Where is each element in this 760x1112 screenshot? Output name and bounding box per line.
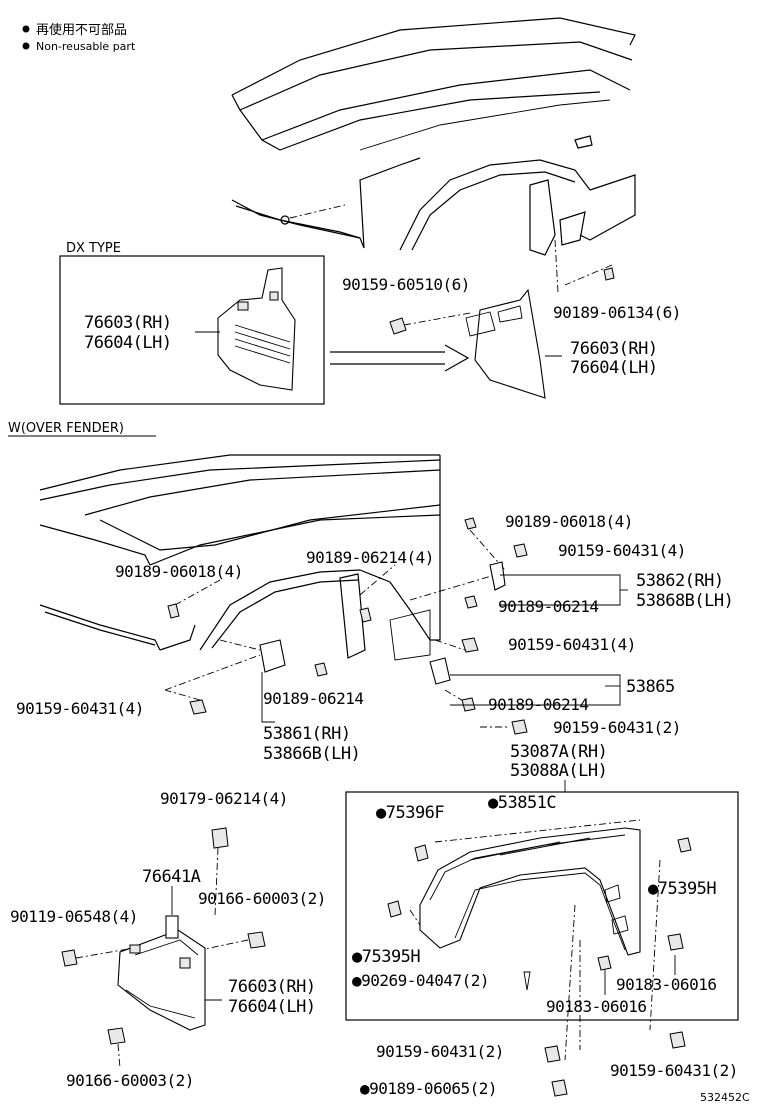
label-90159-60431-2a: 90159-60431(2) — [553, 718, 681, 737]
label-75395h-l: ●75395H — [352, 947, 420, 967]
over-fender-kit: ●75396F ●53851C ●75395H ●75395H ●90269-0… — [352, 793, 717, 1061]
bolt-icon — [61, 949, 78, 967]
clip-icon — [414, 844, 429, 862]
label-53868b: 53868B(LH) — [636, 591, 733, 611]
label-90183-06016-b: 90183-06016 — [546, 997, 646, 1016]
label-90269-04047: ●90269-04047(2) — [352, 971, 489, 990]
label-90159-60431-2b: 90159-60431(2) — [376, 1042, 504, 1061]
label-53851c: ●53851C — [488, 793, 556, 813]
label-75395h-r: ●75395H — [648, 879, 716, 899]
arrow-icon — [330, 344, 470, 372]
dx-type-inset: DX TYPE 76603(RH) 76604(LH) — [59, 241, 470, 405]
legend-jp: 再使用不可部品 — [36, 22, 127, 38]
bracket-icon — [429, 657, 451, 685]
label-53865: 53865 — [626, 677, 675, 697]
label-90189-06134: 90189-06134(6) — [553, 303, 681, 322]
label-90183-06016-a: 90183-06016 — [616, 975, 716, 994]
bolt-icon — [669, 1031, 686, 1049]
label-90166-60003-a: 90166-60003(2) — [198, 889, 326, 908]
bolt-icon — [247, 931, 266, 949]
bolt-icon — [511, 719, 528, 735]
label-53861: 53861(RH) — [263, 724, 351, 744]
clip-icon — [359, 607, 372, 623]
clip-icon — [387, 900, 402, 918]
bolt-icon — [544, 1045, 561, 1063]
label-90159-60431-l: 90159-60431(4) — [16, 699, 144, 718]
label-90119-06548: 90119-06548(4) — [10, 907, 138, 926]
low-76603-label: 76603(RH) — [228, 977, 316, 997]
label-90159-60510: 90159-60510(6) — [342, 275, 470, 294]
top-76603-label: 76603(RH) — [570, 339, 658, 359]
clip-icon — [464, 517, 477, 530]
legend: 再使用不可部品 Non-reusable part — [22, 22, 136, 53]
top-fender-drawing — [231, 17, 636, 293]
bolt-icon — [107, 1027, 126, 1045]
bottom-fasteners: 90159-60431(2) 90159-60431(2) ●90189-060… — [360, 1031, 738, 1098]
label-90189-06065: ●90189-06065(2) — [360, 1079, 497, 1098]
label-53087a: 53087A(RH) — [510, 742, 607, 762]
clip-icon — [677, 837, 692, 853]
lower-mudflap: 90179-06214(4) 76641A 90166-60003(2) 901… — [10, 789, 326, 1090]
clip-icon — [211, 827, 229, 849]
dx-76603-label: 76603(RH) — [84, 313, 172, 333]
bracket-icon — [259, 639, 286, 673]
label-90179-06214: 90179-06214(4) — [160, 789, 288, 808]
label-90189-06214-c: 90189-06214 — [488, 695, 588, 714]
label-90189-06018-r: 90189-06018(4) — [505, 512, 633, 531]
nut-icon — [667, 933, 684, 951]
bracket-icon — [489, 561, 506, 591]
dx-type-title: DX TYPE — [66, 241, 121, 256]
nut-icon — [597, 955, 612, 971]
dx-mudflap-right: 90159-60510(6) 90189-06134(6) 76603(RH) … — [342, 267, 681, 399]
clip-icon — [551, 1079, 568, 1097]
label-53866b: 53866B(LH) — [263, 744, 360, 764]
label-90166-60003-b: 90166-60003(2) — [66, 1071, 194, 1090]
label-90189-06214-b: 90189-06214 — [498, 597, 598, 616]
middle-fasteners — [167, 517, 528, 735]
bolt-icon — [461, 637, 479, 653]
bolt-icon — [189, 699, 207, 715]
label-53088a: 53088A(LH) — [510, 761, 607, 781]
label-90159-60431-2c: 90159-60431(2) — [610, 1061, 738, 1080]
label-90189-06214-d: 90189-06214 — [263, 689, 363, 708]
label-90159-60431-r: 90159-60431(4) — [558, 541, 686, 560]
middle-fender-drawing — [39, 454, 510, 728]
clip-icon — [167, 603, 180, 619]
label-90189-06018-l: 90189-06018(4) — [115, 562, 243, 581]
clip-icon — [464, 595, 478, 609]
low-76604-label: 76604(LH) — [228, 997, 316, 1017]
over-fender-title: W(OVER FENDER) — [8, 421, 124, 436]
top-76604-label: 76604(LH) — [570, 358, 658, 378]
clip-icon — [314, 662, 328, 677]
bolt-icon — [513, 543, 528, 558]
label-90189-06214-mid: 90189-06214(4) — [306, 548, 434, 567]
clip-icon — [461, 697, 476, 712]
legend-bullet-icon — [22, 42, 30, 50]
legend-en: Non-reusable part — [36, 40, 136, 53]
label-53862: 53862(RH) — [636, 571, 724, 591]
dx-76604-label: 76604(LH) — [84, 333, 172, 353]
rivet-icon — [523, 971, 531, 991]
over-fender-kit-box — [345, 791, 739, 1021]
middle-labels: 90189-06018(4) 90159-60431(4) 90189-0621… — [16, 512, 734, 792]
label-75396f: ●75396F — [376, 803, 444, 823]
label-90159-60431-c: 90159-60431(4) — [508, 635, 636, 654]
label-76641a: 76641A — [142, 867, 201, 887]
catalog-id: 532452C — [700, 1091, 750, 1104]
legend-bullet-icon — [22, 25, 30, 33]
